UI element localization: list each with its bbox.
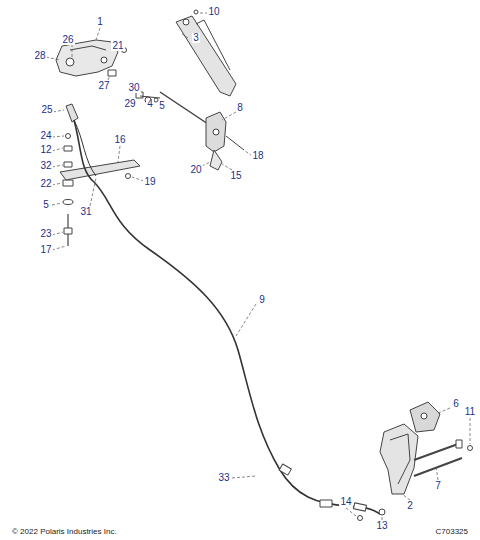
callout-number: 19: [143, 177, 156, 187]
callout-number: 9: [258, 295, 266, 305]
callout-number: 27: [97, 81, 110, 91]
callout-number: 13: [375, 521, 388, 531]
callout-number: 16: [113, 135, 126, 145]
callout-number: 24: [39, 131, 52, 141]
callout-number: 1: [96, 17, 104, 27]
callout-number: 5: [42, 200, 50, 210]
callout-number: 29: [123, 99, 136, 109]
callout-number: 20: [189, 165, 202, 175]
callout-number: 18: [251, 151, 264, 161]
callout-number: 23: [39, 229, 52, 239]
callout-number: 6: [452, 399, 460, 409]
callout-number: 10: [207, 7, 220, 17]
callout-number: 14: [339, 497, 352, 507]
callout-number: 4: [146, 99, 154, 109]
callout-number: 5: [158, 101, 166, 111]
callout-number: 32: [39, 161, 52, 171]
footer-text: © 2022 Polaris Industries Inc.: [12, 528, 117, 536]
callout-number: 26: [61, 35, 74, 45]
callout-number: 12: [39, 145, 52, 155]
callout-number: 31: [79, 207, 92, 217]
footer-text: C703325: [436, 528, 468, 536]
callout-number: 8: [236, 103, 244, 113]
callout-number: 30: [127, 83, 140, 93]
callout-number: 11: [464, 407, 476, 417]
callout-number: 17: [39, 245, 52, 255]
callout-number: 28: [33, 51, 46, 61]
callout-number: 3: [192, 33, 200, 43]
callout-number: 22: [39, 179, 52, 189]
callout-number: 25: [40, 105, 53, 115]
callout-number: 15: [229, 171, 242, 181]
callout-number: 7: [434, 481, 442, 491]
callout-number: 21: [111, 41, 124, 51]
callout-number: 33: [217, 473, 230, 483]
callout-number: 2: [406, 501, 414, 511]
